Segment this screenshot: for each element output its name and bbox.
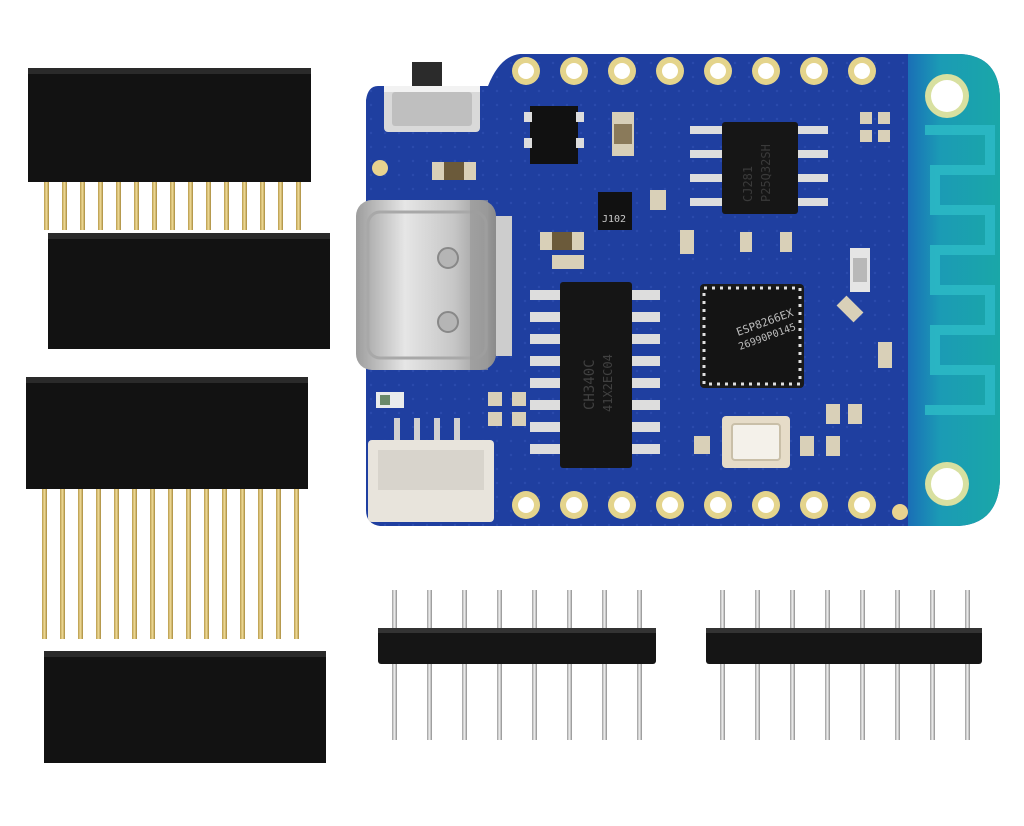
silkscreen-dot	[892, 504, 908, 520]
ch340c-marking-2: 41X2EC04	[601, 354, 615, 412]
female-header-top-pair	[28, 68, 330, 349]
pin-pads-bottom	[512, 491, 876, 519]
pin-header-plastic-strip	[706, 628, 982, 664]
ch340c-marking-1: CH340C	[582, 359, 598, 410]
flash-chip: CJ281 P25Q32SH	[690, 122, 828, 214]
jst-connector	[368, 418, 494, 522]
pin-pads-top	[512, 57, 876, 85]
regulator-marking: J102	[602, 214, 626, 225]
mounting-hole	[925, 462, 969, 506]
dev-board: CJ281 P25Q32SH J102 ESP8266EX 26990P0145…	[356, 54, 1000, 526]
male-pin-header-left	[378, 590, 656, 740]
pcb-antenna-trace	[925, 125, 995, 415]
pin-header-plastic-strip	[378, 628, 656, 664]
smd-components	[432, 106, 892, 456]
flash-chip-marking-1: CJ281	[741, 166, 755, 202]
reset-button	[384, 62, 480, 132]
female-header-bottom-pair	[26, 377, 326, 763]
female-header-socket	[28, 68, 311, 182]
flash-chip-marking-2: P25Q32SH	[759, 144, 773, 202]
usb-c-connector	[356, 200, 512, 370]
female-header-socket	[44, 651, 326, 763]
female-header-socket	[26, 377, 308, 489]
esp8266-chip: ESP8266EX 26990P0145	[700, 284, 804, 388]
silkscreen-dot	[372, 160, 388, 176]
crystal-oscillator	[722, 416, 790, 468]
female-header-socket	[48, 233, 330, 349]
ch340c-chip: CH340C 41X2EC04	[530, 282, 660, 468]
female-header-pins	[44, 182, 301, 230]
mounting-hole	[925, 74, 969, 118]
female-header-long-pins	[42, 489, 299, 639]
male-pin-header-right	[706, 590, 982, 740]
